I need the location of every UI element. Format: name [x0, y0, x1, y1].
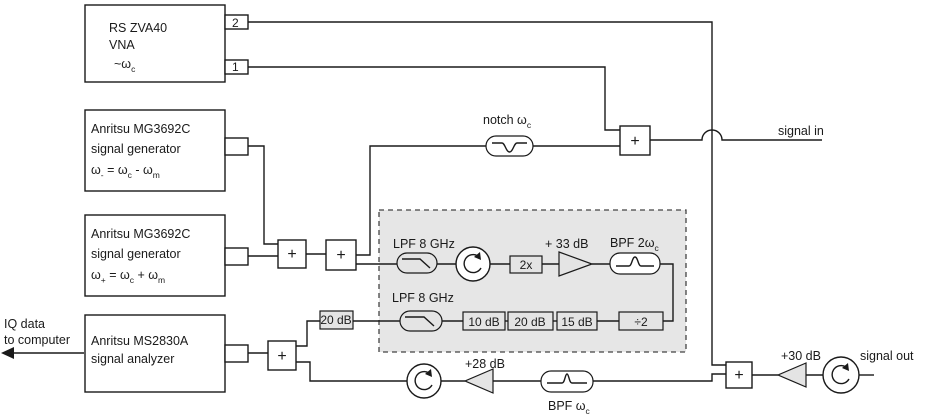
signal-generator-plus: Anritsu MG3692C signal generator ω+ = ωc…: [84, 214, 249, 297]
vna-port-1: [224, 59, 249, 75]
analyzer-type-label: signal analyzer: [91, 352, 174, 366]
low-pass-filter-top: [396, 252, 438, 274]
svg-text:+: +: [277, 348, 286, 365]
input-combiner: +: [619, 125, 651, 156]
gain-33-label: + 33 dB: [545, 237, 588, 251]
svg-text:+: +: [336, 247, 345, 264]
svg-text:÷2: ÷2: [634, 315, 648, 329]
vna-frequency-label: ~ωc: [114, 57, 136, 74]
svg-text:15 dB: 15 dB: [561, 315, 592, 329]
gain-30-label: +30 dB: [781, 349, 821, 363]
vna-instrument: RS ZVA40 VNA ~ωc 2 1: [84, 4, 249, 83]
output-combiner: +: [725, 361, 753, 389]
vna-model-label: RS ZVA40: [109, 21, 167, 35]
low-pass-filter-bottom: [399, 310, 443, 332]
analyzer-model-label: Anritsu MS2830A: [91, 334, 189, 348]
iq-data-label: IQ data: [4, 317, 45, 331]
generator-combiner-1: +: [277, 239, 307, 269]
gain-28-label: +28 dB: [465, 357, 505, 371]
attenuator-10db: 10 dB: [462, 311, 506, 331]
bpf-wc-label: BPF ωc: [548, 399, 591, 416]
gen-minus-type-label: signal generator: [91, 142, 181, 156]
notch-filter: [485, 135, 534, 157]
lpf-top-label: LPF 8 GHz: [393, 237, 455, 251]
signal-analyzer-instrument: Anritsu MS2830A signal analyzer: [84, 314, 249, 393]
to-computer-label: to computer: [4, 333, 70, 347]
amplifier-30db: [776, 362, 807, 388]
svg-text:20 dB: 20 dB: [514, 315, 545, 329]
svg-text:10 dB: 10 dB: [468, 315, 499, 329]
lpf-bottom-label: LPF 8 GHz: [392, 291, 454, 305]
gen-minus-model-label: Anritsu MG3692C: [91, 122, 190, 136]
band-pass-filter-wc: [540, 370, 594, 393]
signal-out-label: signal out: [860, 349, 914, 363]
signal-generator-minus: Anritsu MG3692C signal generator ω- = ωc…: [84, 109, 249, 192]
svg-text:2x: 2x: [520, 258, 533, 272]
analyzer-combiner: +: [267, 340, 297, 371]
circulator-output-icon: [822, 356, 860, 394]
frequency-doubler: 2x: [509, 255, 543, 274]
vna-type-label: VNA: [109, 38, 135, 52]
svg-text:+: +: [734, 367, 743, 384]
attenuator-15db: 15 dB: [556, 311, 598, 331]
amplifier-33db: [558, 251, 594, 277]
gen-plus-model-label: Anritsu MG3692C: [91, 227, 190, 241]
connection-wires: [248, 21, 874, 382]
bpf-2wc-label: BPF 2ωc: [610, 236, 660, 253]
port-2-label: 2: [232, 16, 239, 30]
circulator-top-icon: [455, 246, 491, 282]
svg-text:+: +: [630, 133, 639, 150]
gen-plus-type-label: signal generator: [91, 247, 181, 261]
circulator-bottom-icon: [406, 363, 442, 399]
notch-label: notch ωc: [483, 113, 532, 130]
svg-text:+: +: [287, 246, 296, 263]
gen-minus-frequency-formula: ω- = ωc - ωm: [91, 163, 160, 180]
frequency-divider: ÷2: [618, 311, 664, 331]
iq-data-arrow: [1, 347, 84, 359]
generator-combiner-2: +: [325, 239, 357, 271]
gen-plus-frequency-formula: ω+ = ωc + ωm: [91, 268, 165, 285]
amplifier-28db: [463, 368, 494, 394]
band-pass-filter-2wc: [609, 252, 661, 275]
signal-in-label: signal in: [778, 124, 824, 138]
attenuator-20db: 20 dB: [507, 311, 554, 331]
vna-port-2: [224, 14, 249, 30]
attenuator-20db-outside: 20 dB: [319, 310, 354, 330]
port-1-label: 1: [232, 60, 239, 74]
svg-text:20 dB: 20 dB: [320, 313, 351, 327]
